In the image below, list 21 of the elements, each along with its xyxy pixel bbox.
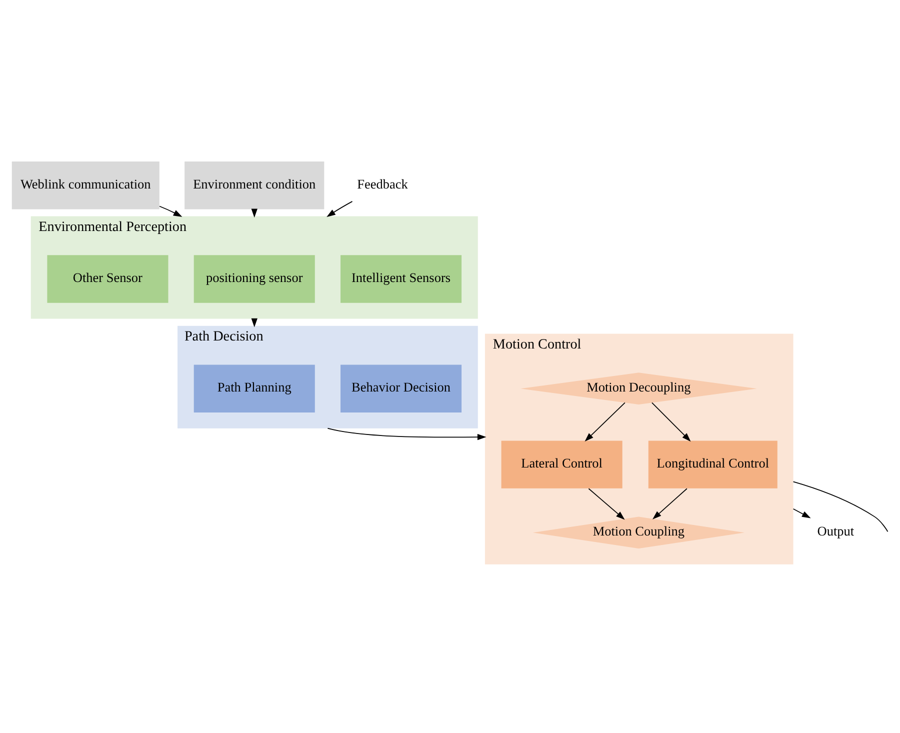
- node-box: positioning sensor: [194, 255, 315, 303]
- node-box: Path Planning: [194, 364, 315, 412]
- node-text: Output: [817, 524, 854, 539]
- arrow: [327, 428, 486, 440]
- arrow: [326, 201, 353, 218]
- node-box: Weblink communication: [12, 162, 160, 210]
- arrow: [159, 206, 182, 217]
- node-box: Other Sensor: [47, 255, 168, 303]
- arrow: [652, 488, 688, 520]
- connector: [792, 481, 888, 532]
- arrow: [792, 508, 811, 518]
- node-box: Lateral Control: [501, 440, 622, 488]
- node-diamond: Motion Decoupling: [520, 372, 757, 404]
- arrow: [584, 402, 626, 442]
- node-text: Feedback: [357, 176, 408, 192]
- arrow: [588, 488, 625, 520]
- node-box: Behavior Decision: [340, 364, 462, 412]
- node-diamond: Motion Coupling: [532, 516, 744, 548]
- arrow: [652, 402, 691, 442]
- node-box: Intelligent Sensors: [340, 255, 462, 303]
- node-box: Longitudinal Control: [648, 440, 778, 488]
